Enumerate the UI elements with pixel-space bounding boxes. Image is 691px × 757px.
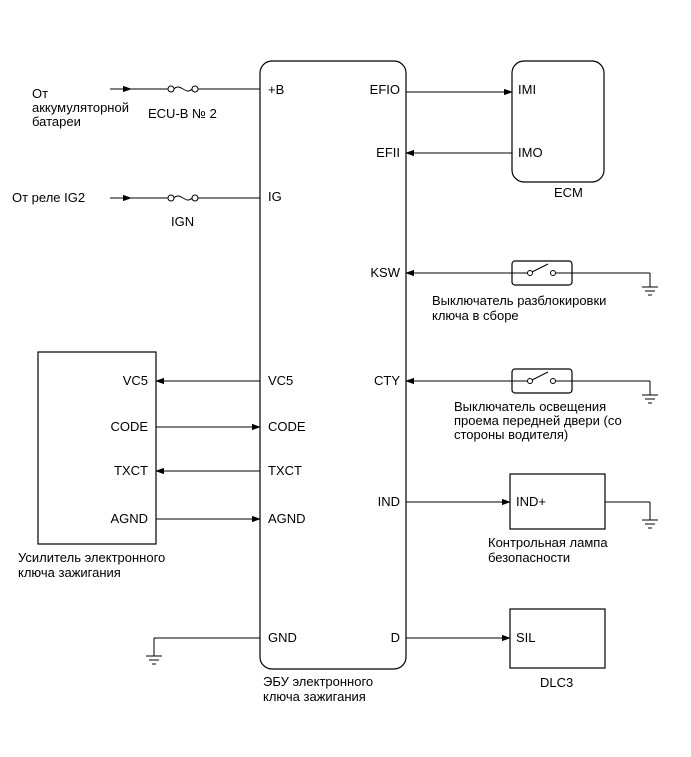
main-ecu-pin-code: CODE [268,419,306,434]
main-ecu-pin-vc5: VC5 [268,373,293,388]
amplifier-pin-txct: TXCT [114,463,148,478]
main-ecu-pin-txct: TXCT [268,463,302,478]
main-ecu-pin-ksw: KSW [370,265,400,280]
amplifier-pin-vc5: VC5 [123,373,148,388]
fuse-ecu-b-icon [167,85,199,93]
ksw-ground-icon [642,286,658,296]
main-ecu-pin-gnd: GND [268,630,297,645]
fuse-ign-icon [167,194,199,202]
cty-ground-icon [642,394,658,404]
amplifier-caption-line1: Усилитель электронного [18,550,165,565]
amplifier-caption-line2: ключа зажигания [18,565,121,580]
amplifier-pin-agnd: AGND [110,511,148,526]
fuse-ecu-b-label: ECU-B № 2 [148,106,217,121]
cty-caption-line1: Выключатель освещения [454,399,606,414]
cty-caption-line3: стороны водителя) [454,427,568,442]
main-ecu-pin-ig: IG [268,189,282,204]
main-ecu-caption-line2: ключа зажигания [263,689,366,704]
indicator-pin-label: IND+ [516,494,546,509]
dlc3-label: DLC3 [540,675,573,690]
amplifier-box [37,351,157,545]
gnd-ground-icon [146,655,162,665]
main-ecu-caption-line1: ЭБУ электронного [263,674,373,689]
indicator-caption-line2: безопасности [488,550,570,565]
main-ecu-pin-d: D [391,630,400,645]
amplifier-pin-code: CODE [110,419,148,434]
ecm-box [511,60,605,183]
indicator-caption-line1: Контрольная лампа [488,535,608,550]
ig2-label: От реле IG2 [12,190,85,205]
cty-switch-icon [512,371,572,384]
main-ecu-pin-b: +B [268,82,284,97]
main-ecu-pin-efio: EFIO [370,82,400,97]
main-ecu-pin-agnd: AGND [268,511,306,526]
battery-label-line3: батареи [32,114,81,129]
ksw-caption-line1: Выключатель разблокировки [432,293,606,308]
main-ecu-pin-efii: EFII [376,145,400,160]
dlc3-box [509,608,606,669]
indicator-ground-icon [642,519,658,529]
main-ecu-pin-cty: CTY [374,373,400,388]
dlc3-pin-label: SIL [516,630,536,645]
ksw-switch-icon [512,263,572,276]
ecm-pin-imo: IMO [518,145,543,160]
fuse-ign-label: IGN [171,214,194,229]
battery-label-line2: аккумуляторной [32,100,129,115]
ksw-caption-line2: ключа в сборе [432,308,519,323]
battery-label-line1: От [32,86,48,101]
main-ecu-box [259,60,407,670]
ecm-pin-imi: IMI [518,82,536,97]
ecm-label: ECM [554,185,583,200]
main-ecu-pin-ind: IND [378,494,400,509]
cty-caption-line2: проема передней двери (со [454,413,622,428]
